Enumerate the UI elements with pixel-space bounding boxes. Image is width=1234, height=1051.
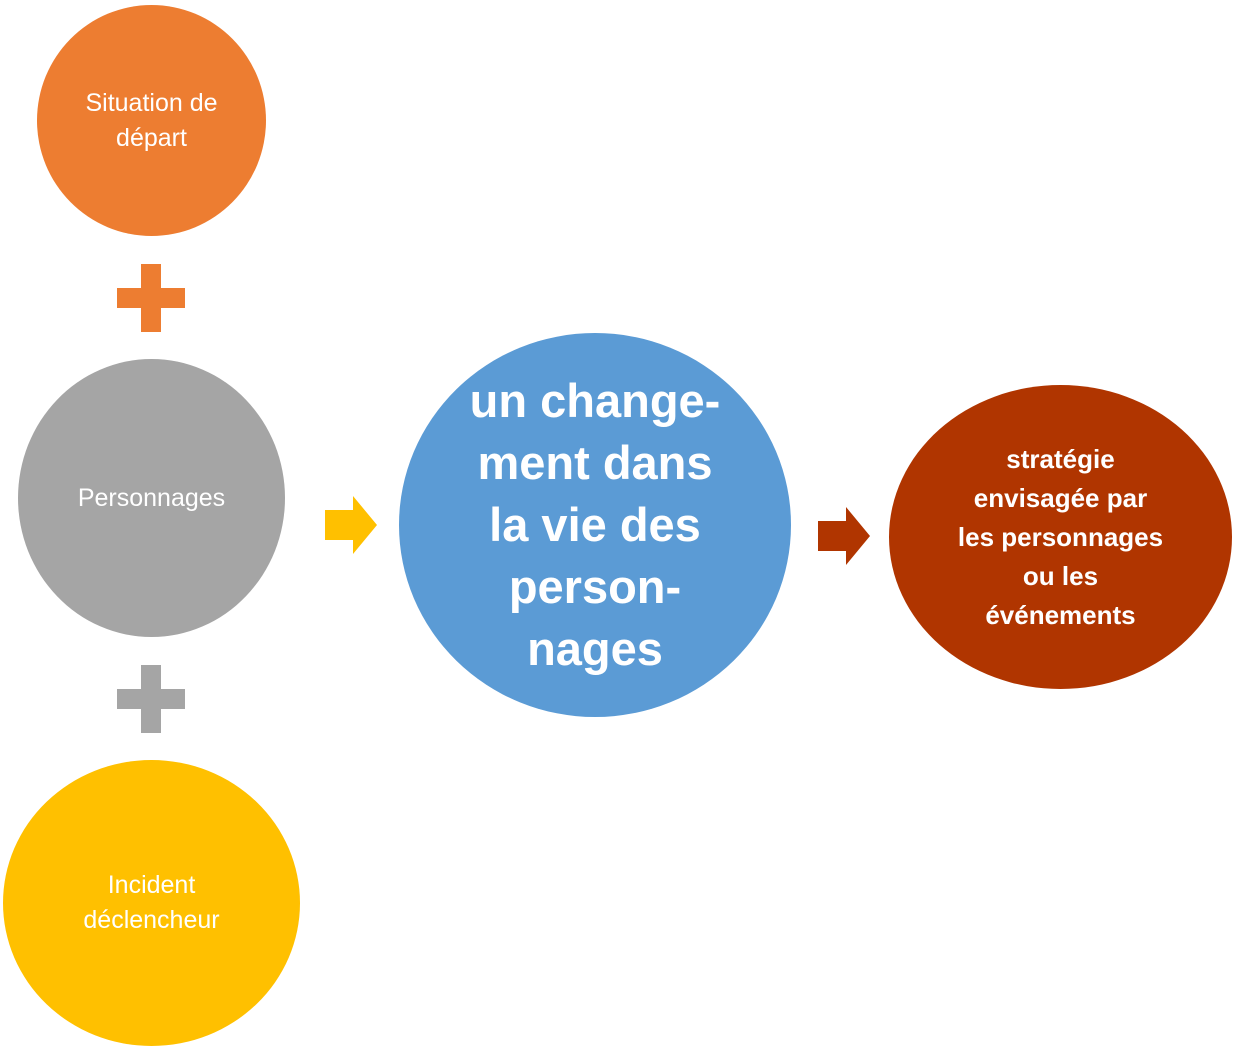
node-strategie: stratégie envisagée par les personnages … [889, 385, 1232, 689]
node-strategie-label: stratégie envisagée par les personnages … [957, 443, 1164, 630]
node-changement: un change- ment dans la vie des person- … [399, 333, 791, 717]
node-changement-label: un change- ment dans la vie des person- … [469, 374, 721, 675]
node-personnages: Personnages [18, 359, 285, 637]
arrow-right-icon [325, 496, 377, 554]
arrow-right-icon [818, 507, 870, 565]
node-personnages-label: Personnages [77, 483, 226, 512]
node-incident-label: Incident déclencheur [83, 871, 220, 934]
plus-icon [117, 665, 185, 733]
node-situation-label: Situation de départ [85, 88, 218, 152]
node-situation-de-depart: Situation de départ [37, 5, 266, 236]
plus-icon [117, 264, 185, 332]
node-incident-declencheur: Incident déclencheur [3, 760, 300, 1046]
